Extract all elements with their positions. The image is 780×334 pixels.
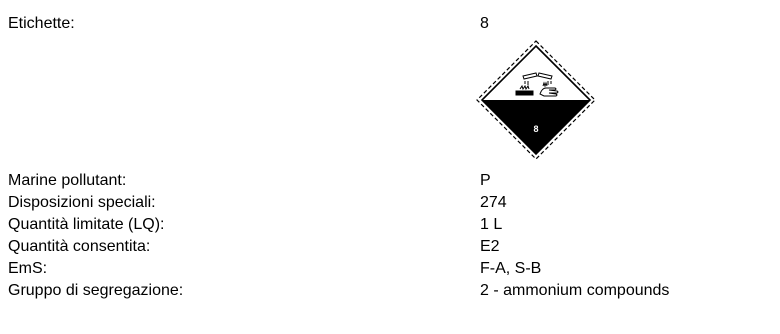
- ems-label: EmS:: [8, 260, 48, 277]
- disposizioni-speciali-label: Disposizioni speciali:: [8, 194, 156, 211]
- marine-pollutant-value: P: [480, 172, 491, 189]
- pictogram-class-number: 8: [533, 124, 538, 134]
- quantita-consentita-label: Quantità consentita:: [8, 238, 151, 255]
- marine-pollutant-label: Marine pollutant:: [8, 172, 127, 189]
- gruppo-segregazione-value: 2 - ammonium compounds: [480, 282, 670, 299]
- corrosive-symbol-icon: [515, 72, 559, 97]
- quantita-consentita-value: E2: [480, 238, 500, 255]
- quantita-limitate-label: Quantità limitate (LQ):: [8, 216, 165, 233]
- gruppo-segregazione-label: Gruppo di segregazione:: [8, 282, 184, 299]
- disposizioni-speciali-value: 274: [480, 194, 507, 211]
- etichette-value: 8: [480, 15, 489, 32]
- ems-value: F-A, S-B: [480, 260, 542, 277]
- pictogram-lower-half: [482, 100, 590, 154]
- pictogram-dashed-border: [476, 40, 596, 160]
- etichette-label: Etichette:: [8, 15, 75, 32]
- quantita-limitate-value: 1 L: [480, 216, 503, 233]
- pictogram-inner-border: [480, 44, 592, 156]
- corrosive-hazard-class-8-icon: 8: [476, 40, 596, 160]
